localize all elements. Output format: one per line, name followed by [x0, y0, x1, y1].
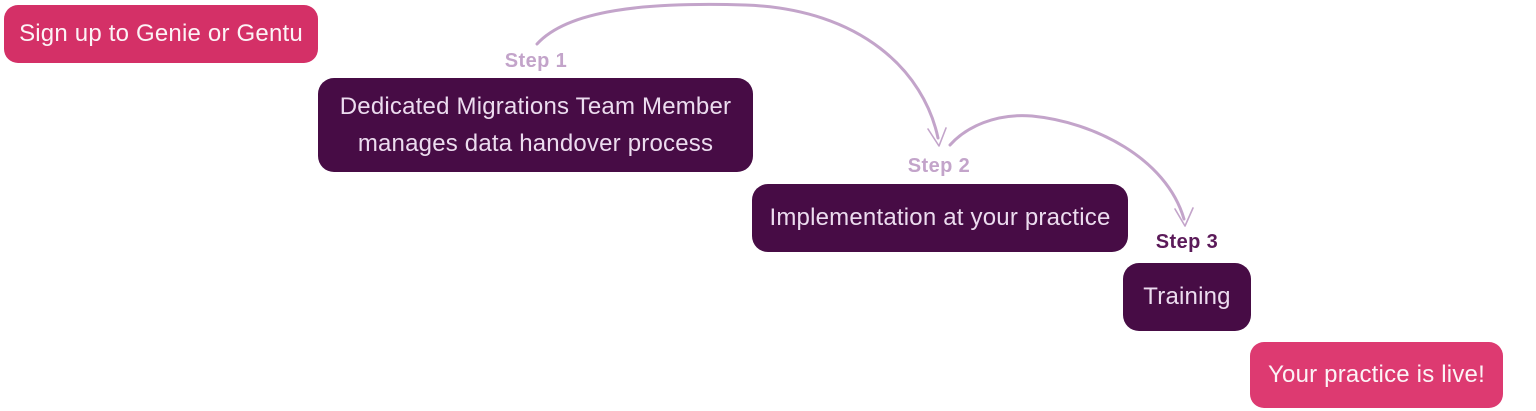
node-signup: Sign up to Genie or Gentu: [4, 5, 318, 63]
node-signup-label: Sign up to Genie or Gentu: [19, 20, 303, 47]
step2-label: Step 2: [907, 155, 971, 177]
node-step1-label-line2: manages data handover process: [357, 130, 714, 157]
node-step1: Dedicated Migrations Team Member manages…: [318, 78, 753, 172]
node-live: Your practice is live!: [1250, 342, 1503, 408]
node-step3-label: Training: [1143, 283, 1231, 310]
node-live-label: Your practice is live!: [1268, 361, 1485, 388]
node-step3: Training: [1123, 263, 1251, 331]
step1-label: Step 1: [504, 50, 568, 72]
node-step1-label: Dedicated Migrations Team Member manages…: [340, 88, 731, 162]
node-step2-label: Implementation at your practice: [769, 204, 1111, 231]
node-step1-label-line1: Dedicated Migrations Team Member: [339, 93, 732, 120]
step3-label: Step 3: [1155, 231, 1219, 253]
node-step2: Implementation at your practice: [752, 184, 1128, 252]
